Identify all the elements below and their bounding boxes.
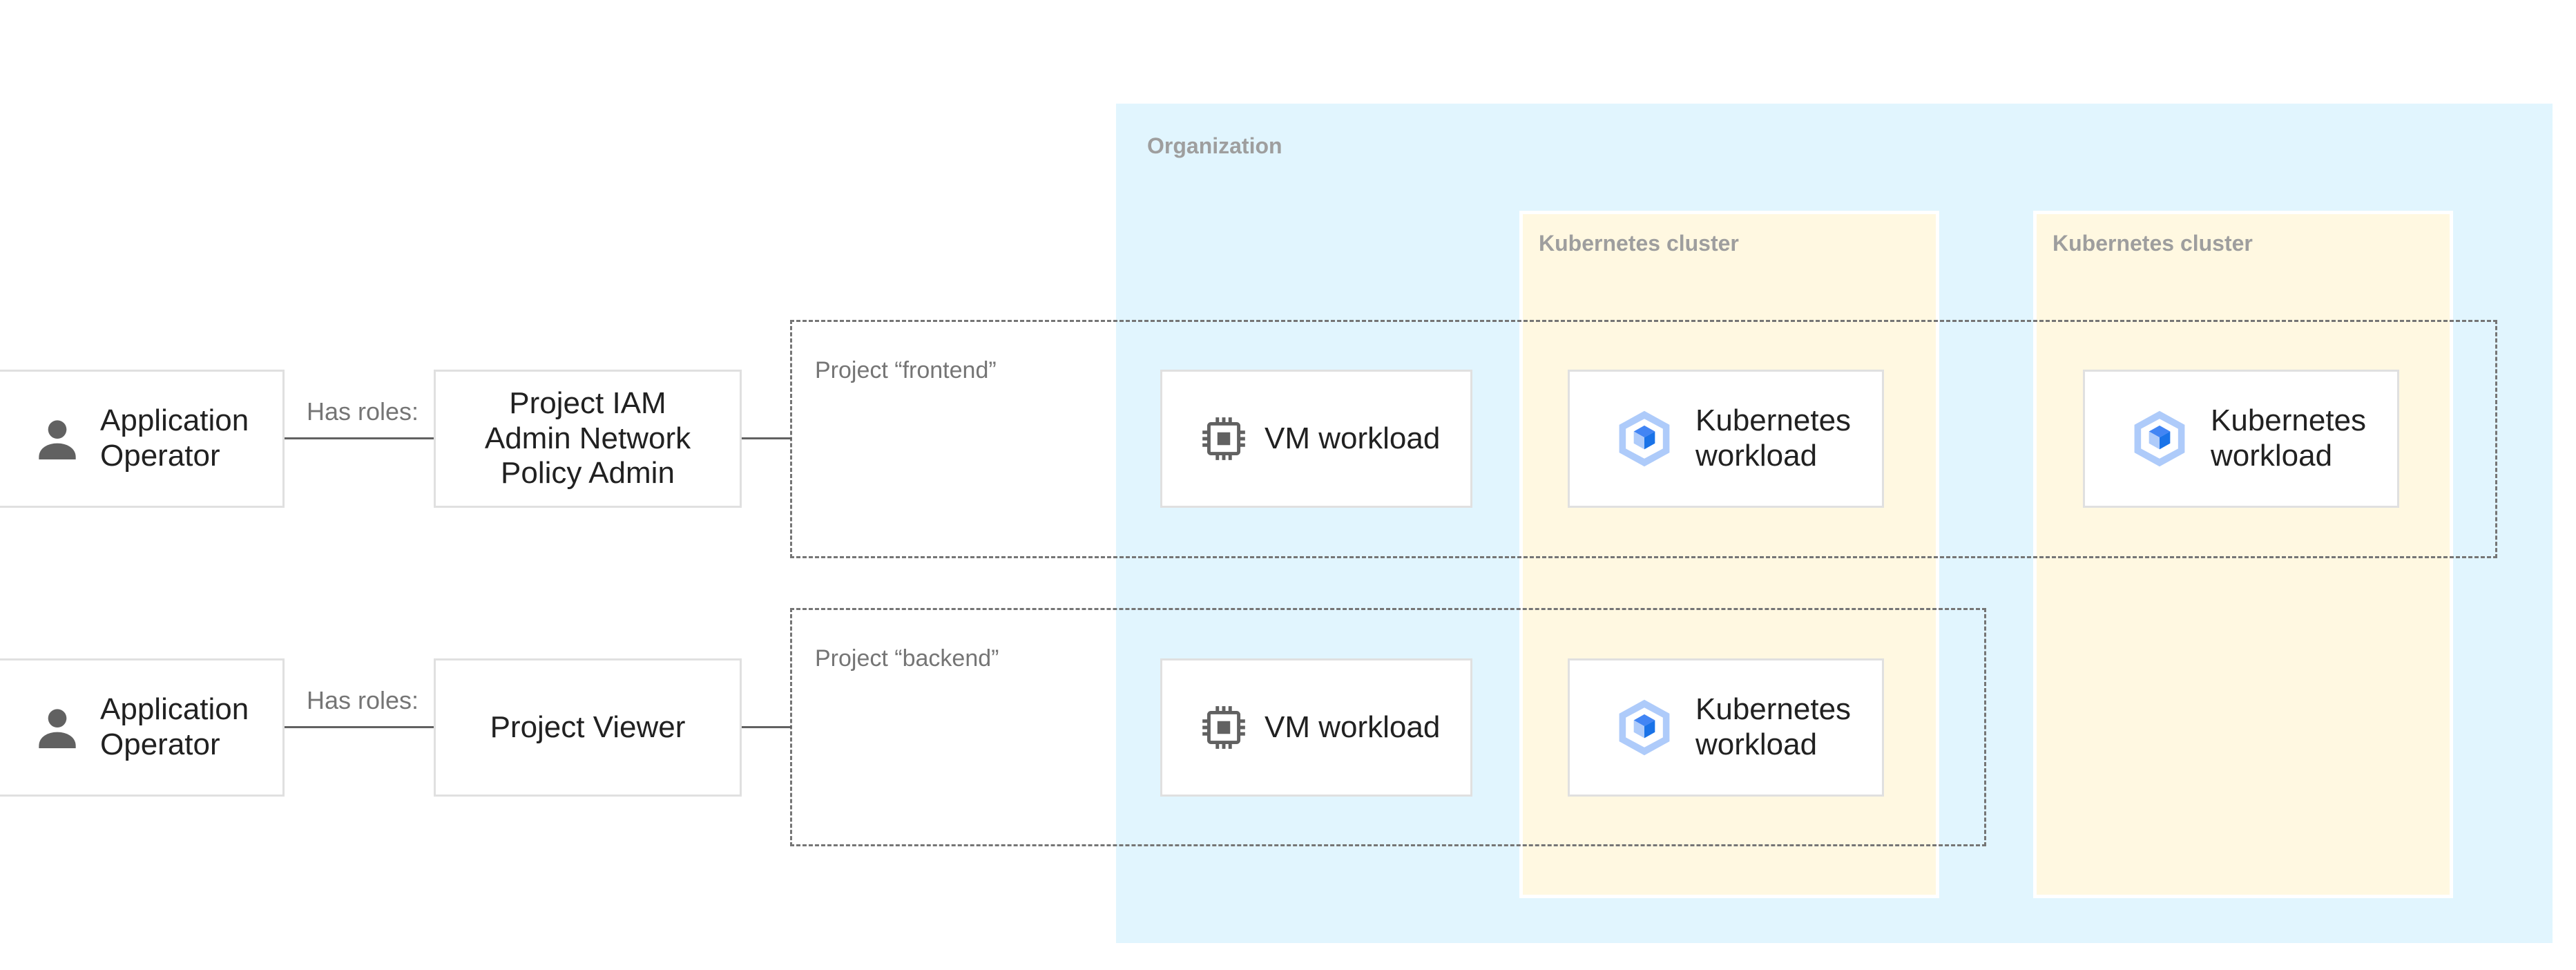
kubernetes-engine-icon — [1613, 407, 1676, 470]
kubernetes-engine-icon — [1613, 696, 1676, 759]
operator-box-2: Application Operator — [0, 658, 285, 797]
organization-label: Organization — [1147, 133, 1282, 158]
project-frontend-label: Project “frontend” — [815, 357, 997, 383]
person-icon — [30, 411, 85, 466]
operator-label: Application Operator — [100, 692, 249, 761]
connector-operator-role-1 — [285, 437, 435, 439]
role-box-2: Project Viewer — [434, 658, 742, 797]
connector-role-project-1 — [742, 437, 791, 439]
role-box-1: Project IAM Admin Network Policy Admin — [434, 370, 742, 508]
vm-workload-box-1: VM workload — [1160, 370, 1472, 508]
cpu-chip-icon — [1198, 702, 1249, 753]
kubernetes-workload-label: Kubernetes workload — [1695, 692, 1852, 761]
operator-box-1: Application Operator — [0, 370, 285, 508]
vm-workload-label: VM workload — [1265, 421, 1441, 455]
connector-operator-role-2 — [285, 726, 435, 728]
kubernetes-cluster-2-label: Kubernetes cluster — [2053, 231, 2253, 256]
kubernetes-workload-label: Kubernetes workload — [1695, 403, 1852, 473]
kubernetes-workload-box-2: Kubernetes workload — [2083, 370, 2399, 508]
role-label: Project IAM Admin Network Policy Admin — [484, 386, 691, 491]
has-roles-label: Has roles: — [307, 397, 419, 426]
vm-workload-label: VM workload — [1265, 710, 1441, 744]
kubernetes-cluster-1-label: Kubernetes cluster — [1539, 231, 1739, 256]
has-roles-label: Has roles: — [307, 686, 419, 714]
kubernetes-workload-label: Kubernetes workload — [2211, 403, 2367, 473]
kubernetes-workload-box-3: Kubernetes workload — [1568, 658, 1884, 797]
role-label: Project Viewer — [490, 710, 686, 744]
vm-workload-box-2: VM workload — [1160, 658, 1472, 797]
kubernetes-cluster-2 — [2033, 211, 2453, 898]
connector-role-project-2 — [742, 726, 791, 728]
operator-label: Application Operator — [100, 403, 249, 473]
kubernetes-workload-box-1: Kubernetes workload — [1568, 370, 1884, 508]
cpu-chip-icon — [1198, 413, 1249, 464]
person-icon — [30, 700, 85, 755]
kubernetes-engine-icon — [2128, 407, 2191, 470]
project-backend-label: Project “backend” — [815, 645, 999, 672]
